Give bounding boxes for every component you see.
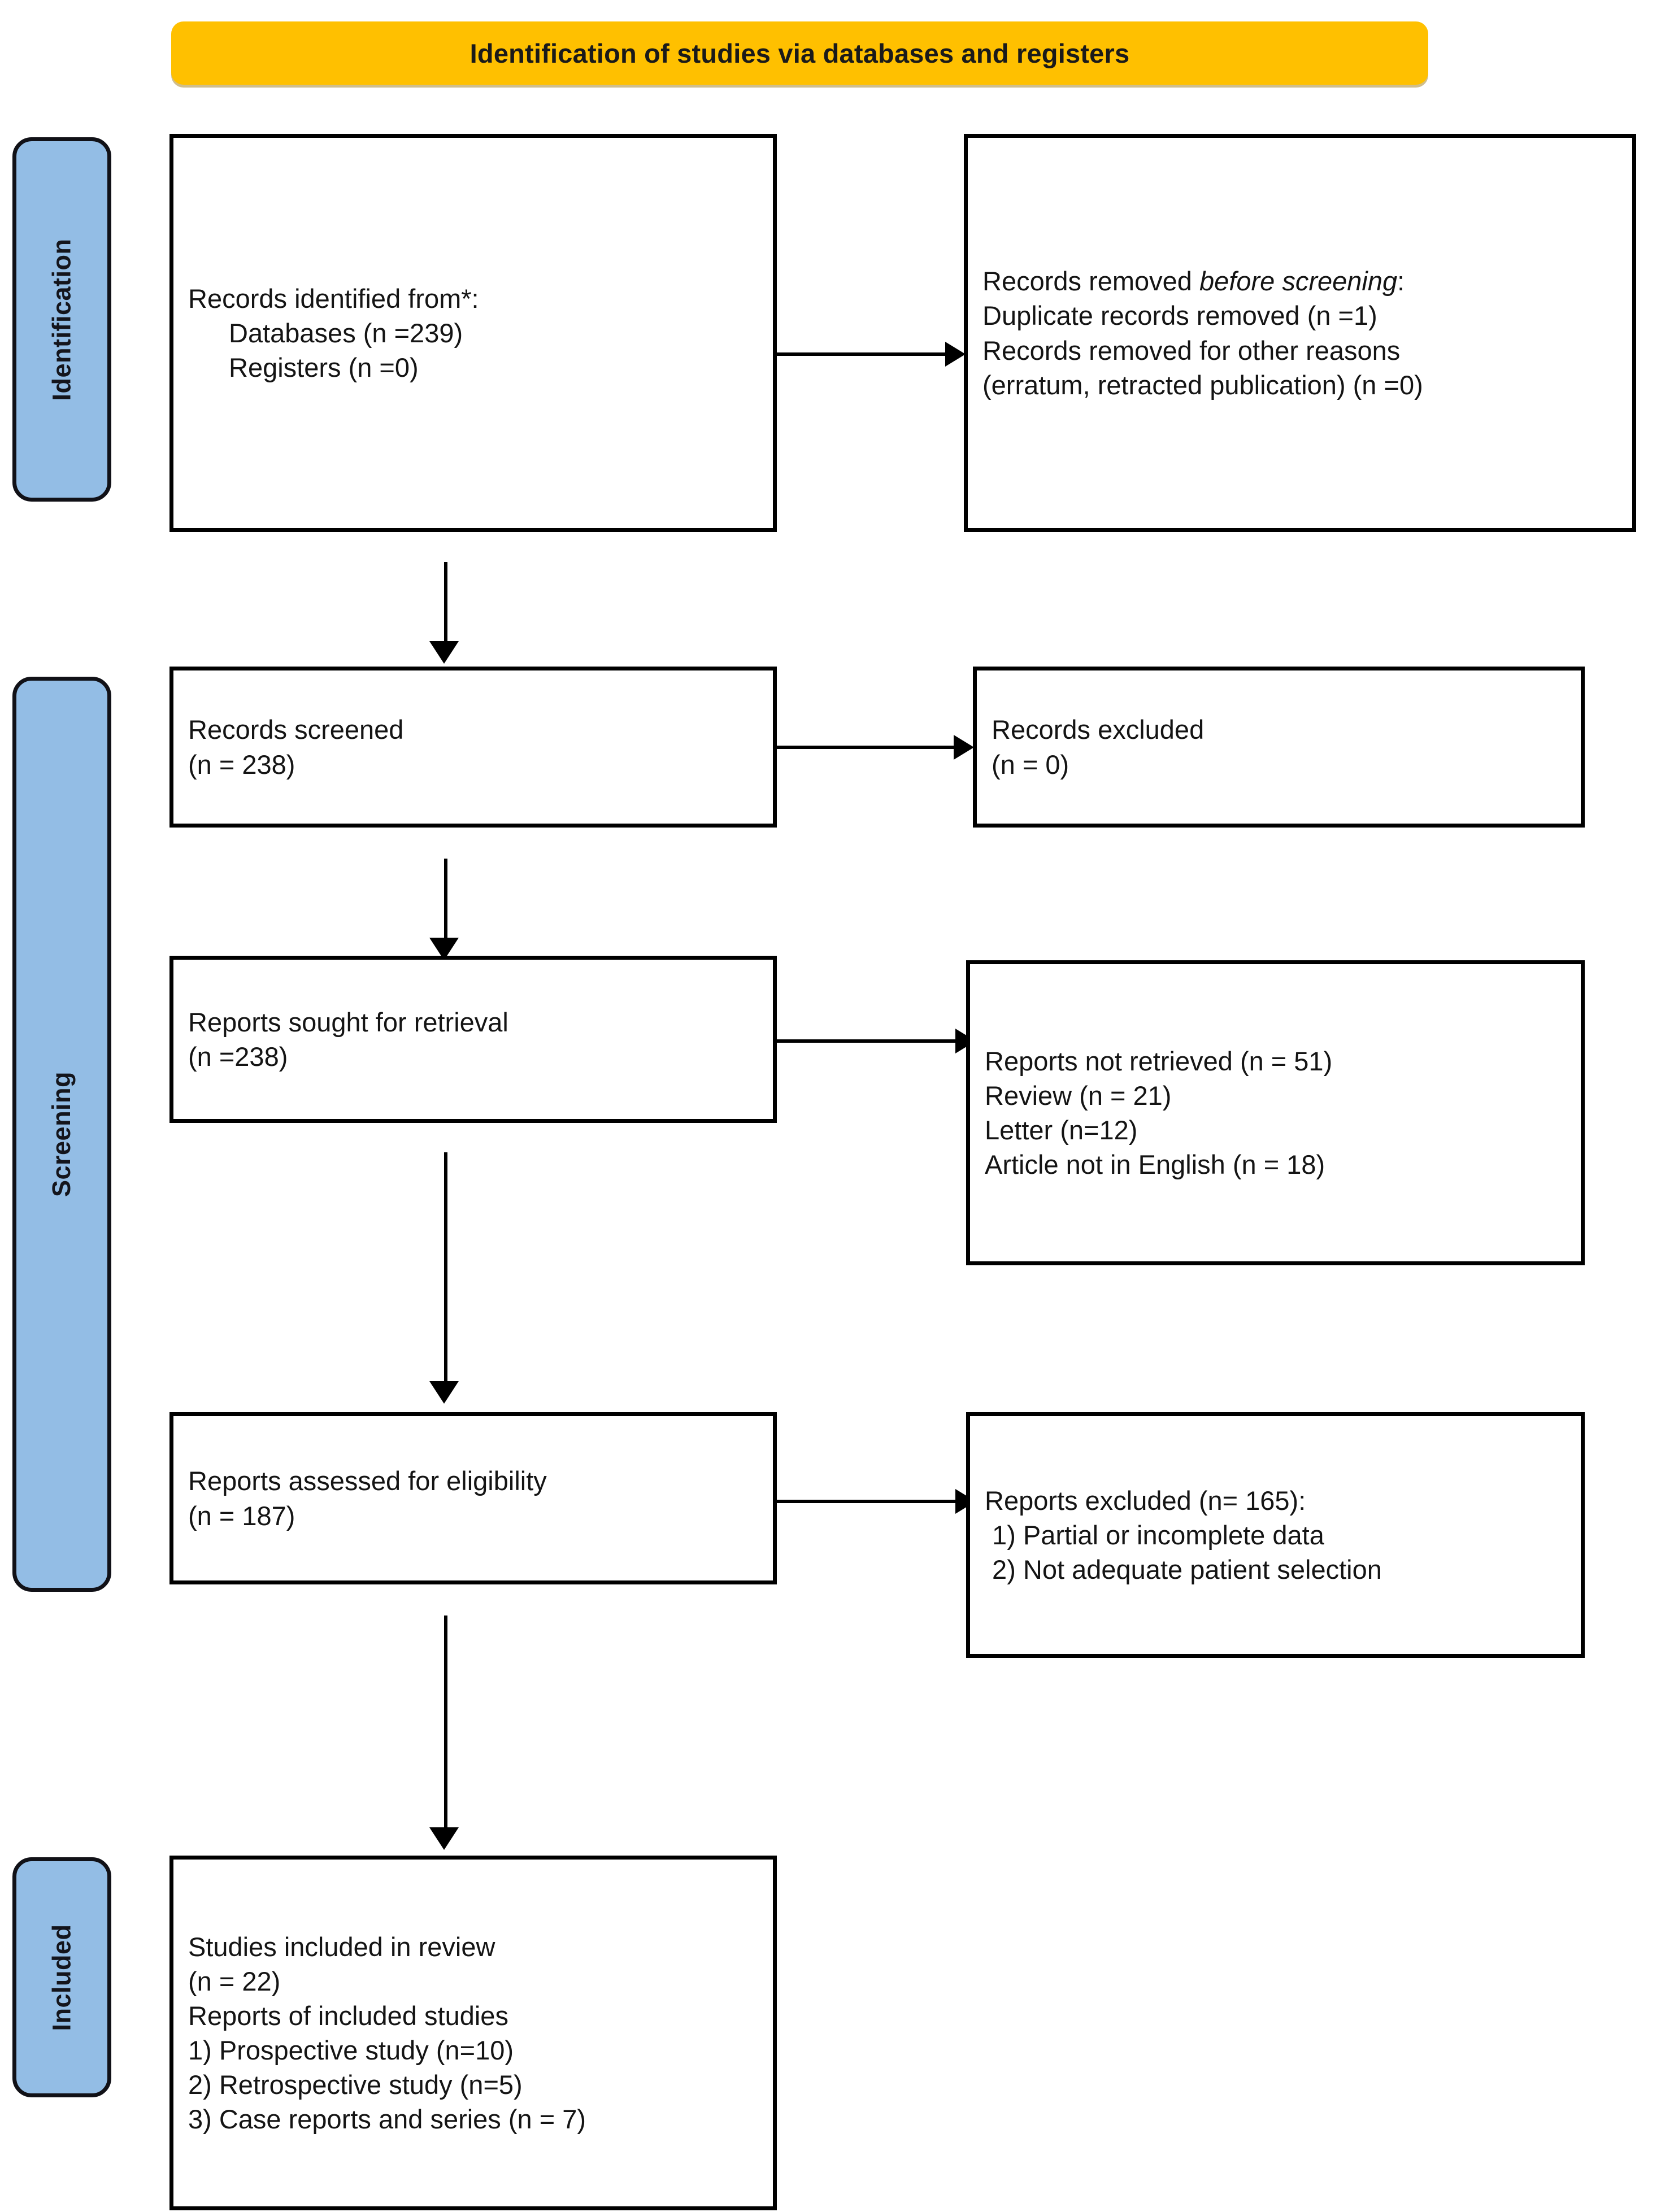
reports-not-retrieved-line-3: Letter (n=12) (985, 1115, 1138, 1145)
box-reports-sought-for-retrieval: Reports sought for retrieval (n =238) (169, 956, 777, 1123)
arrowhead-sought-to-assessed (429, 1381, 459, 1404)
records-removed-line-3: Records removed for other reasons (982, 335, 1401, 365)
records-excluded-line-1: Records excluded (992, 715, 1205, 745)
records-removed-italic: before screening (1199, 266, 1398, 297)
reports-not-retrieved-line-1: Reports not retrieved (n = 51) (985, 1046, 1333, 1076)
reports-not-retrieved-line-2: Review (n = 21) (985, 1080, 1172, 1111)
records-removed-suffix: : (1397, 266, 1405, 297)
stage-pill-identification: Identification (12, 137, 111, 502)
box-records-identified: Records identified from*: Databases (n =… (169, 134, 777, 532)
connector-sought-to-not-retrieved (777, 1039, 956, 1043)
connector-screened-to-sought (444, 859, 447, 943)
records-removed-line-1: Records removed before screening: (982, 264, 1618, 298)
reports-assessed-line-1: Reports assessed for eligibility (188, 1466, 547, 1496)
arrowhead-screened-to-excluded (954, 735, 974, 760)
box-studies-included-in-review: Studies included in review (n = 22) Repo… (169, 1856, 777, 2210)
box-records-removed-before-screening: Records removed before screening: Duplic… (964, 134, 1636, 532)
reports-sought-line-1: Reports sought for retrieval (188, 1007, 508, 1037)
stage-pill-included: Included (12, 1857, 111, 2097)
records-removed-line-4: (erratum, retracted publication) (n =0) (982, 369, 1423, 400)
box-reports-assessed-for-eligibility: Reports assessed for eligibility (n = 18… (169, 1412, 777, 1584)
records-identified-line-3: Registers (n =0) (229, 352, 419, 383)
records-identified-line-1: Records identified from*: (188, 283, 479, 313)
box-reports-excluded: Reports excluded (n= 165): 1) Partial or… (966, 1412, 1585, 1658)
records-excluded-line-2: (n = 0) (992, 749, 1069, 780)
reports-excluded-line-3: 2) Not adequate patient selection (985, 1555, 1382, 1585)
stage-pill-screening: Screening (12, 677, 111, 1592)
reports-sought-line-2: (n =238) (188, 1042, 288, 1072)
connector-identified-to-screened (444, 562, 447, 647)
records-screened-line-2: (n = 238) (188, 749, 295, 780)
arrowhead-identified-to-removed (945, 342, 966, 367)
arrowhead-identified-to-screened (429, 641, 459, 664)
studies-included-line-2: (n = 22) (188, 1966, 281, 1996)
stage-label-identification: Identification (47, 238, 76, 400)
connector-sought-to-assessed (444, 1152, 447, 1387)
box-records-excluded: Records excluded (n = 0) (973, 667, 1585, 828)
arrowhead-assessed-to-included (429, 1827, 459, 1850)
records-screened-line-1: Records screened (188, 715, 404, 745)
studies-included-line-3: Reports of included studies (188, 2000, 508, 2031)
stage-label-included: Included (47, 1923, 76, 2031)
connector-identified-to-removed (777, 352, 946, 356)
connector-assessed-to-excluded (777, 1500, 956, 1503)
box-reports-not-retrieved: Reports not retrieved (n = 51) Review (n… (966, 960, 1585, 1265)
box-records-screened: Records screened (n = 238) (169, 667, 777, 828)
studies-included-line-5: 2) Retrospective study (n=5) (188, 2070, 523, 2100)
diagram-header-banner: Identification of studies via databases … (171, 21, 1428, 85)
records-identified-line-2: Databases (n =239) (229, 317, 463, 348)
banner-title: Identification of studies via databases … (469, 38, 1130, 68)
connector-assessed-to-included (444, 1616, 447, 1833)
reports-not-retrieved-line-4: Article not in English (n = 18) (985, 1149, 1325, 1180)
records-removed-line-2: Duplicate records removed (n =1) (982, 301, 1377, 331)
studies-included-line-6: 3) Case reports and series (n = 7) (188, 2104, 586, 2135)
stage-label-screening: Screening (47, 1071, 76, 1198)
connector-screened-to-excluded (777, 746, 955, 749)
reports-excluded-line-2: 1) Partial or incomplete data (985, 1519, 1324, 1550)
reports-excluded-line-1: Reports excluded (n= 165): (985, 1485, 1306, 1516)
studies-included-line-4: 1) Prospective study (n=10) (188, 2035, 514, 2065)
reports-assessed-line-2: (n = 187) (188, 1500, 295, 1531)
studies-included-line-1: Studies included in review (188, 1931, 495, 1962)
records-removed-prefix: Records removed (982, 266, 1199, 297)
